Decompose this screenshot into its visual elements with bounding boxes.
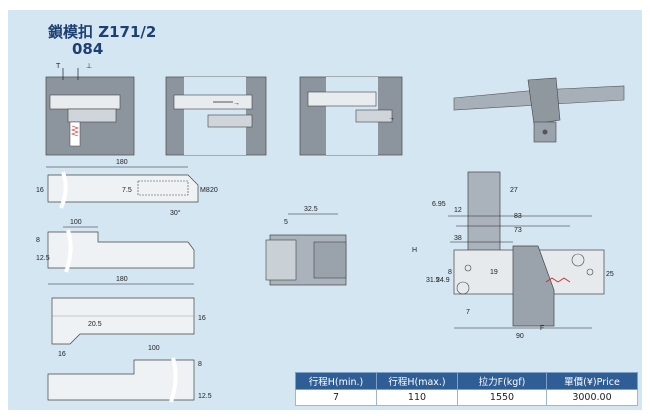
dim-695: 6.95 [432,201,446,208]
product-render [453,77,625,143]
product-code: 084 [72,40,104,58]
dim-side-length: 100 [70,219,82,226]
spec-table-header: 行程H(min.) 行程H(max.) 拉力F(kgf) 單價(¥)Price [295,372,638,390]
dim-main-length: 180 [116,159,128,166]
lower-side-drawing: 100 8 12.5 [47,345,212,403]
dim-12: 12 [454,207,462,214]
dim-side-d1: 8 [36,237,40,244]
dim-main-height: 16 [36,187,44,194]
assembly-drawing: 6.95 27 12 83 73 38 H 31.5 24.9 8 19 25 … [412,171,614,340]
dim-main-hole: M8 [200,187,210,194]
step-diagram-2: → [165,76,267,156]
value-stroke-max: 110 [376,389,458,406]
header-price: 單價(¥)Price [546,372,638,390]
dim-249: 24.9 [436,277,450,284]
header-stroke-min: 行程H(min.) [295,372,377,390]
dim-7: 7 [466,309,470,316]
dim-lower-side-d2: 12.5 [198,393,212,400]
value-stroke-min: 7 [295,389,377,406]
dim-38: 38 [454,235,462,242]
step-diagram-3: → [299,76,403,156]
dim-main-depth: 20 [210,187,218,194]
step-diagram-1: T ⊥ [45,63,135,156]
dim-19: 19 [490,269,498,276]
dim-lower-height: 16 [198,315,206,322]
dim-h: H [412,247,417,254]
step-arrow-1: → [233,100,240,107]
product-name: 鎖模扣 Z171/2 [48,23,157,41]
dim-25: 25 [606,271,614,278]
dim-main-tab: 7.5 [122,187,132,194]
dim-small-offset: 5 [284,219,288,226]
value-price: 3000.00 [546,389,638,406]
dim-lower-length: 180 [116,276,128,283]
dim-315: 31.5 [426,277,440,284]
small-part-drawing: 32.5 5 [265,206,347,286]
technical-drawings: T ⊥ → → 180 [36,63,625,403]
dim-lower-step: 16 [58,351,66,358]
spec-table: 行程H(min.) 行程H(max.) 拉力F(kgf) 單價(¥)Price … [295,372,638,406]
main-part-drawing: 180 16 M8 20 7.5 30° [36,159,218,217]
dim-main-angle: 30° [170,209,181,217]
step-label-t: T [56,63,61,70]
dim-lower-side-length: 100 [148,345,160,352]
step-arrow-2: → [388,115,395,122]
dim-lower-side-d1: 8 [198,361,202,368]
value-force: 1550 [457,389,547,406]
lower-part-drawing: 180 20.5 16 16 [48,276,206,358]
dim-27: 27 [510,187,518,194]
step-label-perp: ⊥ [86,63,92,70]
spec-table-row: 7 110 1550 3000.00 [295,389,638,406]
dim-73: 73 [514,227,522,234]
dim-side-d2: 12.5 [36,255,50,262]
dim-90: 90 [516,333,524,340]
product-title: 鎖模扣 Z171/2 084 [48,24,156,58]
dim-lower-bevel: 20.5 [88,321,102,328]
dim-83: 83 [514,213,522,220]
dim-8: 8 [448,269,452,276]
side-part-drawing: 100 8 12.5 [36,219,195,273]
dim-f: F [540,325,544,332]
header-stroke-max: 行程H(max.) [376,372,458,390]
catalog-sheet: 鎖模扣 Z171/2 084 T ⊥ → → [8,10,642,410]
dim-small-length: 32.5 [304,206,318,213]
header-force: 拉力F(kgf) [457,372,547,390]
